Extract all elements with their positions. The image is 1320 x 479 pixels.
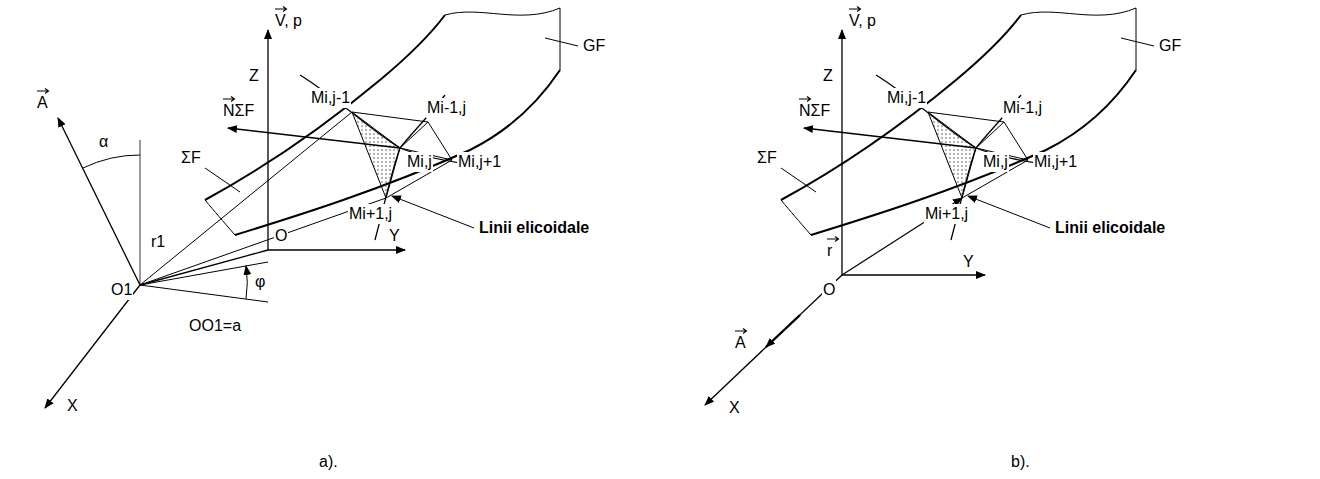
surface-label: ΣF [756,148,778,168]
helix-label: Linii elicoidale [478,218,590,238]
point-label: Mi,j [982,152,1009,172]
vector-label: A [36,88,49,113]
point-label: Mi,j [406,152,433,172]
vector-arrow [223,96,236,102]
axis-label: Y [388,226,401,246]
normal-vector-label: NΣF [222,96,255,121]
origin-label: O [822,280,836,300]
surface-label: ΣF [180,148,202,168]
axis-vector-label: V, p [848,6,877,31]
point-label: Mi-1,j [426,98,467,118]
axis-label: Y [962,252,975,272]
angle-label: φ [254,272,266,292]
angle-label: α [98,132,109,152]
point-label: Mi+1,j [348,204,393,224]
point-label: Mi,j-1 [886,88,927,108]
surface-label: GF [582,36,606,56]
vector-arrow [37,88,50,94]
point-label: Mi+1,j [924,204,969,224]
origin-label: O1 [110,280,133,300]
axis-label: Z [822,66,834,86]
vector-arrow [849,6,862,12]
dimension-label: OO1=a [188,316,242,336]
normal-vector-label: NΣF [798,96,831,121]
point-label: Mi,j-1 [310,88,351,108]
subfigure-label: b). [1010,452,1031,472]
point-label: Mi,j+1 [1033,152,1078,172]
point-label: Mi,j+1 [457,152,502,172]
axis-label: X [728,398,741,418]
point-label: Mi-1,j [1002,98,1043,118]
vector-label: r1 [150,232,166,252]
subfigure-label: a). [318,452,339,472]
helix-label: Linii elicoidale [1054,218,1166,238]
axis-label: Z [248,66,260,86]
vector-arrow [799,96,812,102]
vector-arrow [275,6,288,12]
axis-vector-label: V, p [274,6,303,31]
vector-arrow [735,328,748,334]
surface-label: GF [1158,36,1182,56]
vector-label: r [826,236,833,261]
vector-label: A [734,328,747,353]
origin-label: O [274,226,288,246]
vector-arrow [827,236,840,242]
axis-label: X [66,396,79,416]
